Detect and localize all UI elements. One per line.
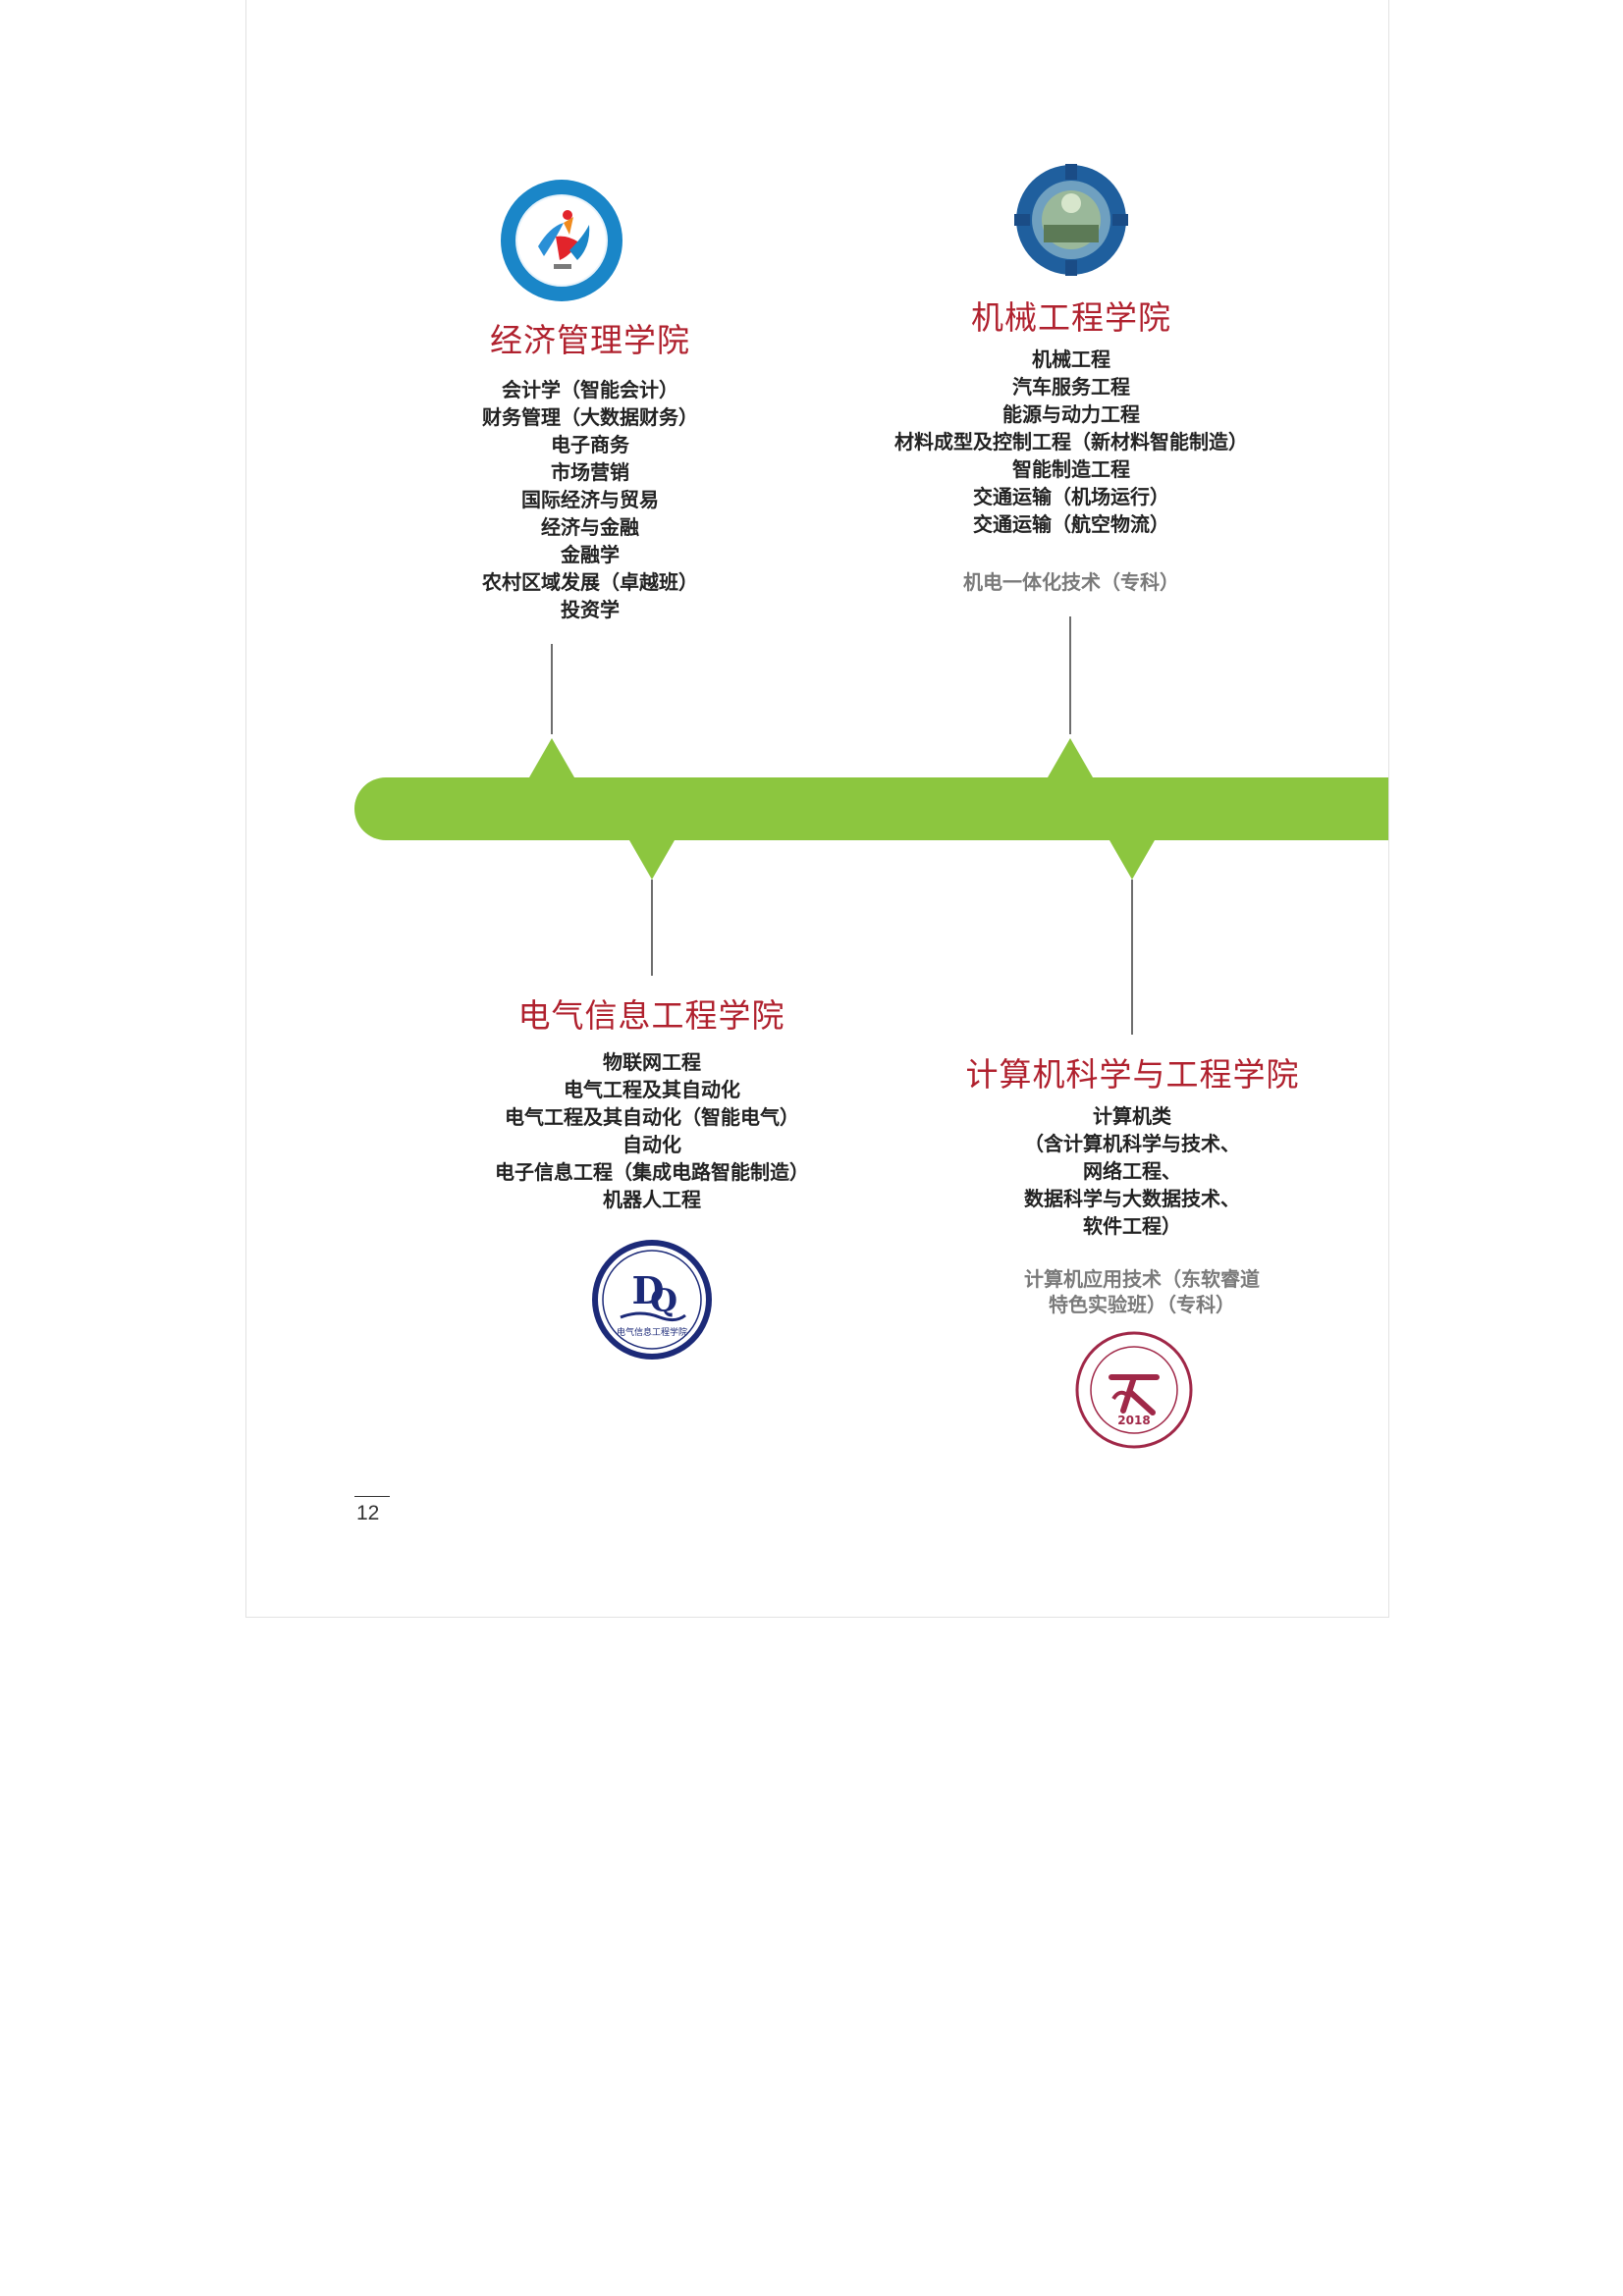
mechanical-majors-list: 机械工程 汽车服务工程 能源与动力工程 材料成型及控制工程（新材料智能制造） 智… [826,346,1317,538]
list-item: 交通运输（机场运行） [973,485,1169,508]
brochure-page: 经济管理学院 会计学（智能会计） 财务管理（大数据财务） 电子商务 市场营销 国… [245,0,1389,1618]
list-item: 电气工程及其自动化 [564,1078,740,1101]
mechanical-engineering-gear-logo [1014,164,1128,276]
list-item: 电子商务 [551,433,629,456]
list-item: 机电一体化技术（专科） [963,570,1179,594]
svg-text:D: D [632,1268,665,1312]
computer-diploma-program: 计算机应用技术（东软睿道 特色实验班）（专科） [946,1266,1338,1317]
list-item: 电气工程及其自动化（智能电气） [505,1105,799,1129]
list-item: 机械工程 [1032,347,1110,371]
list-item: 交通运输（航空物流） [973,512,1169,536]
list-item: （含计算机科学与技术、 [1024,1132,1240,1155]
list-item: 汽车服务工程 [1012,375,1130,399]
list-item: 经济与金融 [541,515,639,539]
mechanical-diploma-program: 机电一体化技术（专科） [875,569,1268,595]
list-item: 国际经济与贸易 [521,488,659,511]
list-item: 电子信息工程（集成电路智能制造） [495,1160,809,1184]
computer-majors-list: 计算机类 （含计算机科学与技术、 网络工程、 数据科学与大数据技术、 软件工程） [936,1102,1328,1240]
electrical-information-college-logo: D Q 电气信息工程学院 [592,1240,712,1360]
list-item: 自动化 [622,1133,681,1156]
electrical-logo-caption: 电气信息工程学院 [617,1326,687,1338]
list-item: 机器人工程 [603,1188,701,1211]
mechanical-connector-line [1069,616,1071,734]
list-item: 计算机应用技术（东软睿道 [1024,1267,1260,1291]
list-item: 财务管理（大数据财务） [482,405,698,429]
electrical-college-title: 电气信息工程学院 [517,996,785,1035]
list-item: 网络工程、 [1083,1159,1181,1183]
computer-logo-year: 2018 [1117,1414,1150,1427]
list-item: 材料成型及控制工程（新材料智能制造） [894,430,1248,454]
electrical-connector-line [651,880,653,976]
computer-college-title: 计算机科学与工程学院 [965,1055,1300,1094]
list-item: 能源与动力工程 [1002,402,1140,426]
computer-connector-line [1131,880,1133,1035]
economics-timeline-marker [529,738,574,777]
list-item: 物联网工程 [603,1050,701,1074]
list-item: 数据科学与大数据技术、 [1024,1187,1240,1210]
electrical-timeline-marker [629,840,675,880]
computer-timeline-marker [1109,840,1155,880]
economics-connector-line [551,644,553,734]
mechanical-college-title: 机械工程学院 [971,298,1171,337]
list-item: 计算机类 [1093,1104,1171,1128]
list-item: 市场营销 [551,460,629,484]
list-item: 农村区域发展（卓越班） [482,570,698,594]
page-number: 12 [356,1502,380,1524]
list-item: 会计学（智能会计） [502,378,678,401]
economics-majors-list: 会计学（智能会计） 财务管理（大数据财务） 电子商务 市场营销 国际经济与贸易 … [394,376,786,623]
list-item: 软件工程） [1083,1214,1181,1238]
list-item: 特色实验班）（专科） [1049,1293,1235,1316]
page-number-rule [354,1496,390,1497]
mechanical-timeline-marker [1048,738,1093,777]
computer-science-college-seal-logo: 2018 [1075,1331,1193,1449]
economics-college-title: 经济管理学院 [490,321,690,359]
timeline-bar [354,777,1388,840]
svg-text:Q: Q [650,1282,677,1319]
electrical-majors-list: 物联网工程 电气工程及其自动化 电气工程及其自动化（智能电气） 自动化 电子信息… [456,1048,848,1213]
list-item: 金融学 [561,543,620,566]
list-item: 智能制造工程 [1012,457,1130,481]
list-item: 投资学 [561,598,620,621]
economics-management-college-logo [501,180,622,301]
